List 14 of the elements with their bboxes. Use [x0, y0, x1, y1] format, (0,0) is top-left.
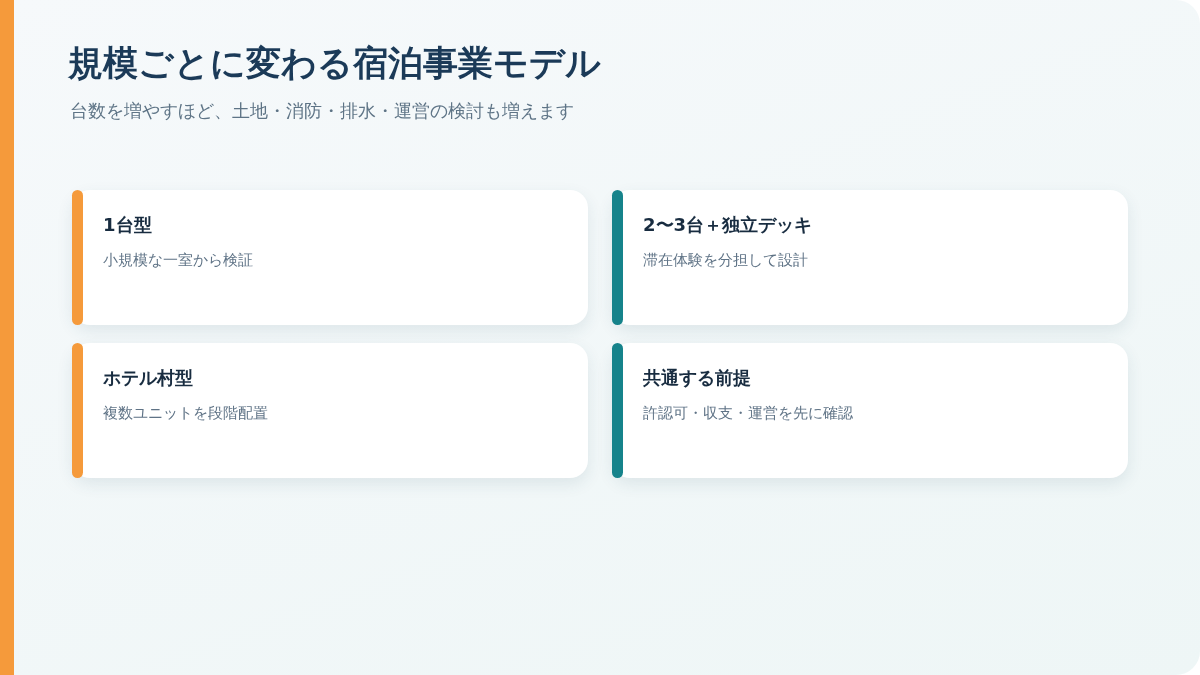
- card-description: 小規模な一室から検証: [103, 250, 254, 271]
- info-card: [612, 190, 1128, 325]
- subtitle: 台数を増やすほど、土地・消防・排水・運営の検討も増えます: [70, 99, 574, 123]
- card-title: 共通する前提: [643, 366, 752, 390]
- info-card: [72, 343, 588, 478]
- card-title: ホテル村型: [103, 366, 194, 390]
- info-card: [72, 190, 588, 325]
- card-title: 1台型: [103, 213, 153, 237]
- card-description: 複数ユニットを段階配置: [103, 403, 269, 424]
- card-description: 滞在体験を分担して設計: [643, 250, 809, 271]
- card-description: 許認可・収支・運営を先に確認: [643, 403, 854, 424]
- title: 規模ごとに変わる宿泊事業モデル: [68, 42, 601, 85]
- info-card: [612, 343, 1128, 478]
- card-title: 2〜3台＋独立デッキ: [643, 213, 814, 237]
